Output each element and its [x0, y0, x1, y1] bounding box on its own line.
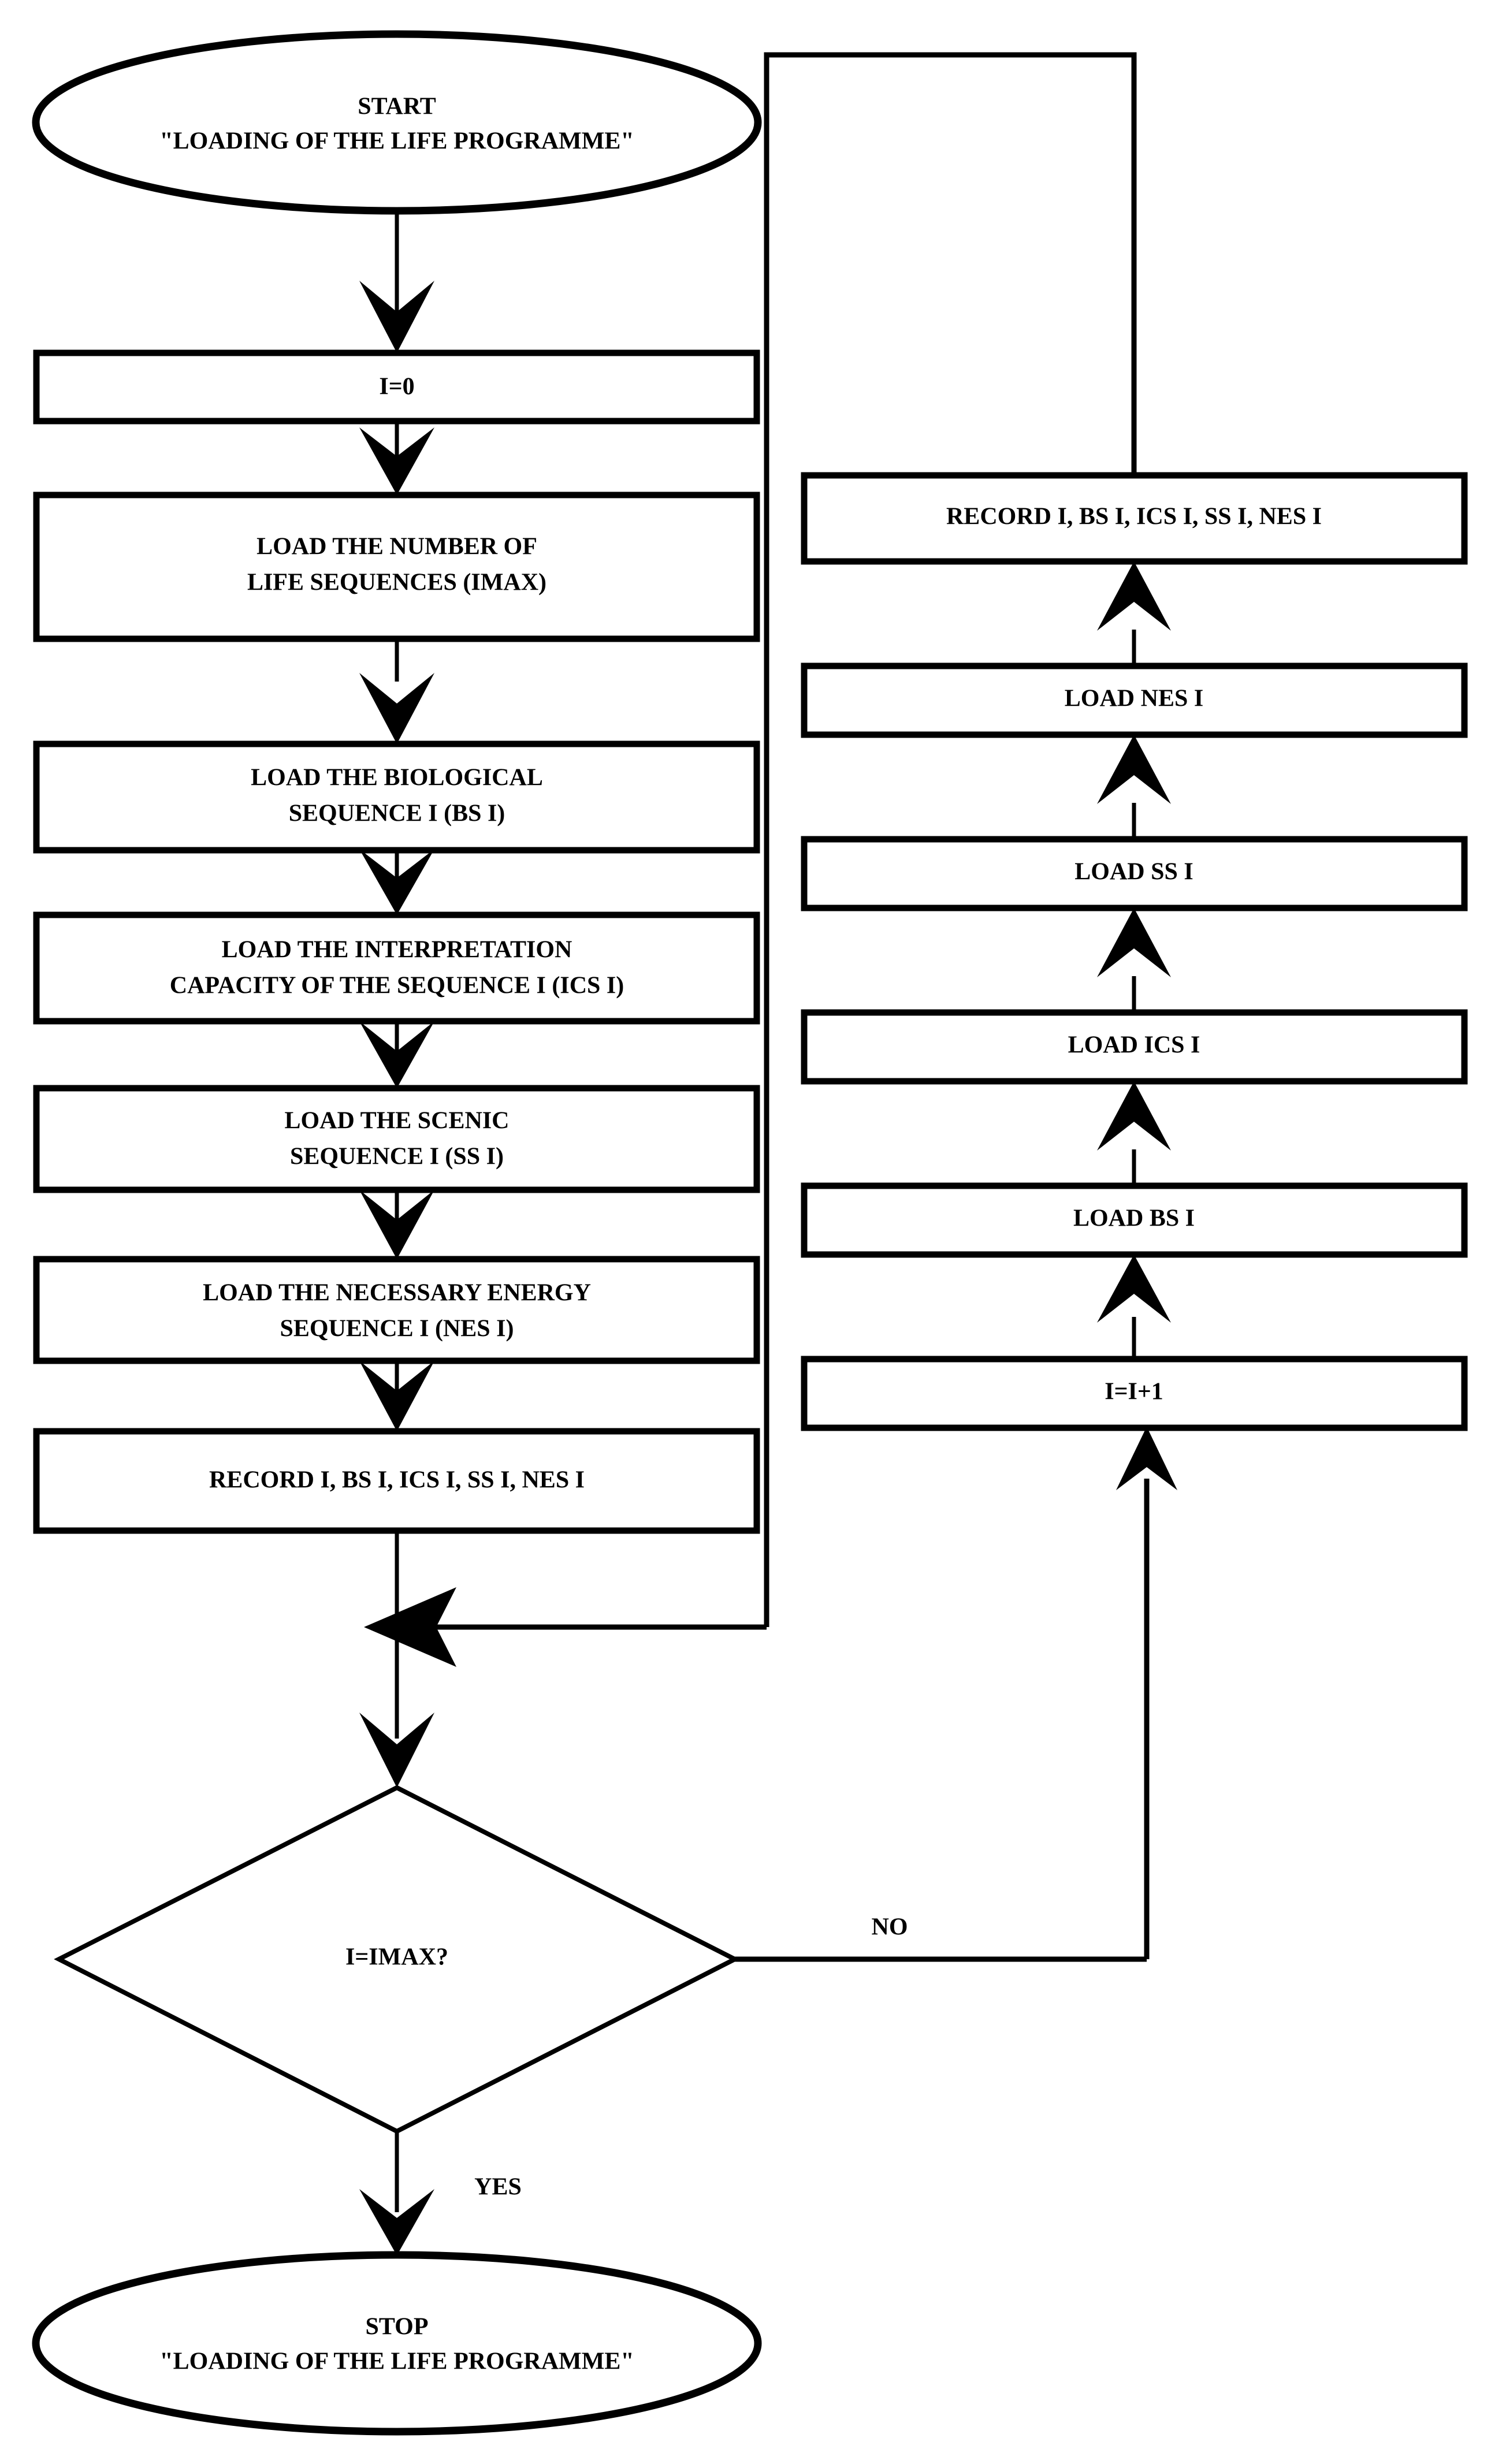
arrowhead-stop — [359, 2189, 434, 2255]
connector-loadbs-to-loadics — [359, 849, 434, 915]
node-loop-nes-line1: LOAD NES I — [1065, 686, 1203, 712]
node-increment-line1: I=I+1 — [1105, 1379, 1163, 1405]
node-init-line1: I=0 — [379, 374, 414, 400]
arrowhead-loop-loadnes — [1097, 735, 1171, 804]
node-load-bs-line1: LOAD THE BIOLOGICAL — [251, 765, 543, 791]
node-load-ss-line1: LOAD THE SCENIC — [285, 1108, 510, 1134]
node-loop-ics[interactable]: LOAD ICS I — [801, 1009, 1468, 1085]
arrowhead-loadnes — [359, 1190, 434, 1259]
arrowhead-decision — [359, 1713, 434, 1788]
connector-start-to-init — [359, 214, 434, 353]
node-increment[interactable]: I=I+1 — [801, 1356, 1468, 1431]
node-load-ics[interactable]: LOAD THE INTERPRETATION CAPACITY OF THE … — [33, 911, 760, 1025]
arrowhead-loop-loadbs — [1097, 1255, 1171, 1323]
node-init[interactable]: I=0 — [33, 349, 760, 425]
arrowhead-recordright — [1097, 561, 1171, 631]
arrowhead-loadics — [359, 849, 434, 915]
node-stop-line2: "LOADING OF THE LIFE PROGRAMME" — [159, 2348, 634, 2375]
arrowhead-loadbs — [359, 673, 434, 744]
node-record-left[interactable]: RECORD I, BS I, ICS I, SS I, NES I — [33, 1428, 760, 1534]
arrowhead-recordleft — [359, 1361, 434, 1431]
node-loop-bs[interactable]: LOAD BS I — [801, 1182, 1468, 1258]
node-load-ss-line2: SEQUENCE I (SS I) — [290, 1144, 504, 1170]
connector-loadnes-to-recordright — [1097, 561, 1171, 666]
connector-recordleft-to-decision — [359, 1531, 434, 1788]
arrowhead-loop-loadics — [1097, 1081, 1171, 1151]
node-load-count-line1: LOAD THE NUMBER OF — [256, 534, 537, 560]
node-loop-ss-line1: LOAD SS I — [1074, 859, 1193, 885]
connector-loadics-to-loadss — [359, 1021, 434, 1088]
node-start-line2: "LOADING OF THE LIFE PROGRAMME" — [159, 128, 634, 155]
node-stop[interactable]: STOP "LOADING OF THE LIFE PROGRAMME" — [32, 2251, 762, 2436]
connector-loadbs-to-loadics-loop — [1097, 1081, 1171, 1186]
node-load-count-line2: LIFE SEQUENCES (IMAX) — [247, 570, 546, 596]
node-loop-nes[interactable]: LOAD NES I — [801, 662, 1468, 738]
node-loop-ics-line1: LOAD ICS I — [1068, 1032, 1200, 1059]
node-load-ics-line2: CAPACITY OF THE SEQUENCE I (ICS I) — [170, 973, 624, 999]
node-load-bs[interactable]: LOAD THE BIOLOGICAL SEQUENCE I (BS I) — [33, 740, 760, 854]
connector-loadss-to-loadnes-loop — [1097, 735, 1171, 839]
node-load-ics-line1: LOAD THE INTERPRETATION — [222, 937, 572, 963]
node-load-count[interactable]: LOAD THE NUMBER OF LIFE SEQUENCES (IMAX) — [33, 492, 760, 642]
node-load-ss[interactable]: LOAD THE SCENIC SEQUENCE I (SS I) — [33, 1085, 760, 1193]
node-record-left-line1: RECORD I, BS I, ICS I, SS I, NES I — [209, 1467, 585, 1494]
connector-init-to-loadcount — [359, 421, 434, 495]
connector-loadics-to-loadss-loop — [1097, 908, 1171, 1013]
arrowhead-loop-return — [364, 1587, 456, 1667]
node-stop-line1: STOP — [366, 2314, 429, 2340]
node-loop-ss[interactable]: LOAD SS I — [801, 836, 1468, 911]
node-start[interactable]: START "LOADING OF THE LIFE PROGRAMME" — [32, 30, 762, 215]
arrowhead-loadss — [359, 1021, 434, 1088]
connector-decision-no — [735, 1427, 1177, 1962]
node-load-bs-line2: SEQUENCE I (BS I) — [289, 801, 505, 827]
edge-label-yes: YES — [474, 2174, 522, 2201]
node-record-right-line1: RECORD I, BS I, ICS I, SS I, NES I — [946, 504, 1322, 530]
node-decision-line1: I=IMAX? — [345, 1944, 448, 1971]
connector-loadss-to-loadnes — [359, 1190, 434, 1259]
node-start-line1: START — [358, 94, 436, 120]
node-load-nes-line2: SEQUENCE I (NES I) — [280, 1316, 514, 1342]
node-loop-bs-line1: LOAD BS I — [1073, 1205, 1195, 1232]
node-load-nes[interactable]: LOAD THE NECESSARY ENERGY SEQUENCE I (NE… — [33, 1256, 760, 1364]
arrowhead-loadcount — [359, 427, 434, 495]
node-load-nes-line1: LOAD THE NECESSARY ENERGY — [203, 1280, 591, 1307]
arrowhead-increment — [1116, 1427, 1177, 1490]
node-record-right[interactable]: RECORD I, BS I, ICS I, SS I, NES I — [801, 472, 1468, 565]
arrowhead-init — [359, 281, 434, 353]
connector-loadnes-to-recordleft — [359, 1361, 434, 1431]
connector-loop-return — [364, 52, 1137, 1667]
node-decision[interactable]: I=IMAX? — [54, 1785, 740, 2134]
edge-label-no: NO — [872, 1914, 908, 1941]
connector-decision-yes — [359, 2131, 434, 2255]
connector-loadcount-to-loadbs — [359, 639, 434, 744]
connector-increment-to-loadbs — [1097, 1255, 1171, 1359]
arrowhead-loop-loadss — [1097, 908, 1171, 977]
